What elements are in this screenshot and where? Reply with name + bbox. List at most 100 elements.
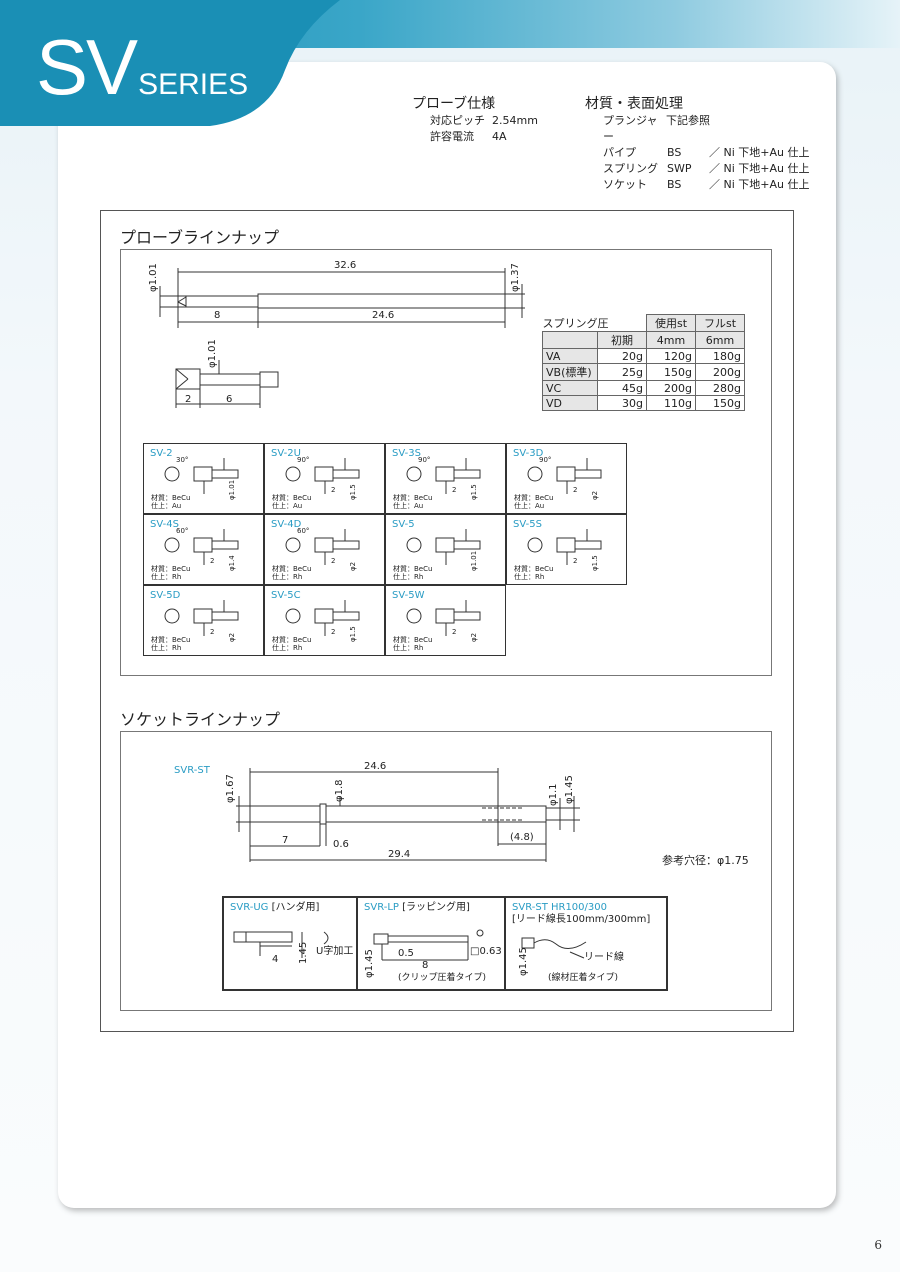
tip-material-2: 仕上：Rh	[393, 573, 424, 581]
variant-ug-n1: 4	[272, 954, 278, 965]
spring-cell: 20g	[597, 348, 647, 364]
variant-hr-note2: (線材圧着タイプ)	[548, 971, 618, 983]
spring-cell: 30g	[597, 395, 647, 411]
variant-lp-n2: 8	[422, 960, 428, 971]
tip-material-2: 仕上：Rh	[272, 573, 303, 581]
dim-socket-dia-r1: φ1.1	[548, 784, 559, 807]
tip-material-2: 仕上：Rh	[272, 644, 303, 652]
tip-material-2: 仕上：Rh	[151, 644, 182, 652]
tip-material-1: 材質：BeCu	[151, 494, 191, 502]
tip-drawing: 30°φ1.01	[164, 456, 239, 500]
dim-body-dia: φ1.37	[510, 263, 521, 292]
tip-length: 2	[210, 628, 214, 636]
spring-cell: 200g	[695, 363, 745, 381]
material-v2: ／ Ni 下地+Au 仕上	[709, 146, 810, 159]
reference-hole-diameter: 参考穴径：φ1.75	[662, 854, 749, 867]
spring-head-initial: 初期	[597, 331, 647, 349]
tip-dia: φ2	[228, 633, 236, 642]
dim-detail-a: 2	[185, 394, 191, 405]
variant-name: SVR-UG	[230, 902, 269, 913]
tip-material-1: 材質：BeCu	[272, 565, 312, 573]
tip-material-2: 仕上：Au	[151, 502, 182, 510]
tip-material-2: 仕上：Rh	[393, 644, 424, 652]
tip-dia: φ1.5	[349, 626, 357, 642]
table-row: VC 45g 200g 280g	[542, 380, 745, 396]
material-v2: ／ Ni 下地+Au 仕上	[709, 162, 810, 175]
material-v1: BS	[667, 178, 682, 191]
variant-lp-drawing: 0.5 8 □0.63 φ1.45 (クリップ圧着タイプ)	[364, 929, 502, 983]
table-row: VB(標準) 25g 150g 200g	[542, 363, 745, 381]
tip-dia: φ1.01	[228, 480, 236, 500]
tip-name: SV-4D	[271, 519, 302, 530]
tip-material-1: 材質：BeCu	[393, 494, 433, 502]
material-key: ソケット	[603, 178, 647, 191]
tip-material-1: 材質：BeCu	[514, 494, 554, 502]
variant-lp-n1: 0.5	[398, 948, 414, 959]
tip-angle: 60°	[297, 527, 309, 535]
socket-variants-box: SVR-UG [ハンダ用] 4 1.45 U字加工 SVR-LP [ラッピング用…	[222, 896, 668, 991]
material-key: スプリング	[603, 162, 658, 175]
tip-name: SV-5	[392, 519, 415, 530]
material-key: プランジャー	[603, 114, 658, 143]
material-v2: ／ Ni 下地+Au 仕上	[709, 178, 810, 191]
tip-drawing: 2φ2	[406, 600, 481, 642]
tip-angle: 60°	[176, 527, 188, 535]
dim-socket-top: 24.6	[364, 761, 386, 772]
tip-length: 2	[331, 557, 335, 565]
dim-socket-06: 0.6	[333, 839, 349, 850]
material-spec: 材質・表面処理 プランジャー 下記参照 パイプ BS ／ Ni 下地+Au 仕上…	[585, 96, 810, 193]
tip-name: SV-5C	[271, 590, 301, 601]
tip-length: 2	[331, 628, 335, 636]
tip-material-1: 材質：BeCu	[151, 636, 191, 644]
dim-overall: 32.6	[334, 260, 356, 271]
dim-body-length: 24.6	[372, 310, 394, 321]
variant-hr: SVR-ST HR100/300[リード線長100mm/300mm] φ1.45…	[506, 898, 666, 989]
tip-name: SV-4S	[150, 519, 179, 530]
probe-spec-row: 許容電流 4A	[412, 129, 538, 145]
tip-dia: φ1.01	[470, 551, 478, 571]
socket-lineup-box	[120, 731, 772, 1011]
tip-material-2: 仕上：Au	[514, 502, 545, 510]
tip-material-1: 材質：BeCu	[393, 636, 433, 644]
spec-key: 対応ピッチ	[430, 114, 485, 127]
tip-name: SV-3D	[513, 448, 544, 459]
tip-length: 2	[452, 486, 456, 494]
tip-length: 2	[210, 557, 214, 565]
spring-table-caption: スプリング圧	[542, 314, 647, 332]
tip-length: 2	[573, 486, 577, 494]
variant-hr-note: リード線	[584, 950, 624, 963]
material-row: ソケット BS ／ Ni 下地+Au 仕上	[585, 177, 810, 193]
material-key: パイプ	[603, 146, 636, 159]
tip-material-1: 材質：BeCu	[272, 494, 312, 502]
dim-socket-dia-left: φ1.67	[225, 774, 236, 803]
tip-length: 2	[331, 486, 335, 494]
probe-spec: プローブ仕様 対応ピッチ 2.54mm 許容電流 4A	[412, 96, 538, 145]
probe-lineup-title: プローブラインナップ	[120, 228, 280, 247]
page-number: 6	[874, 1238, 882, 1252]
spring-cell: 150g	[695, 395, 745, 411]
spring-head-4mm: 4mm	[646, 331, 696, 349]
material-row: プランジャー 下記参照	[585, 113, 810, 145]
tip-name: SV-5W	[392, 590, 425, 601]
tip-drawing: φ1.01	[406, 529, 481, 571]
probe-lineup-box	[120, 249, 772, 676]
dim-tip-dia: φ1.01	[148, 263, 159, 292]
spring-cell: 45g	[597, 380, 647, 396]
variant-lp: SVR-LP [ラッピング用] 0.5 8 □0.63 φ1.45 (クリップ圧…	[358, 898, 506, 989]
